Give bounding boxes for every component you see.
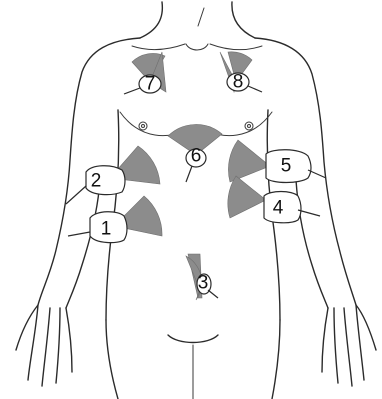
position-label-1: 1	[101, 219, 112, 240]
probe-position-3: 3	[186, 254, 218, 300]
scan-sector-5	[228, 140, 270, 182]
probe-cable-4	[298, 210, 320, 216]
probe-cable-2	[66, 186, 86, 204]
scan-sector-4	[228, 176, 266, 218]
probe-position-2: 2	[66, 146, 160, 204]
groin	[168, 335, 218, 343]
sternum-notch	[186, 44, 208, 50]
clavicle-right	[210, 44, 262, 50]
nipple-left	[139, 122, 147, 130]
position-label-7: 7	[145, 74, 156, 95]
position-label-6: 6	[191, 146, 202, 167]
probe-cable-6	[186, 166, 192, 182]
probe-cable-3	[208, 290, 218, 298]
neck-left	[140, 2, 162, 38]
neck-right	[232, 2, 255, 38]
right-arm-inner	[296, 180, 328, 308]
probe-cable-5	[308, 170, 326, 178]
nipple-right-inner	[248, 125, 251, 128]
position-label-3: 3	[198, 273, 209, 294]
left-hand	[16, 305, 72, 386]
probe-position-6: 6	[168, 124, 222, 182]
nipple-right	[245, 122, 253, 130]
right-hand	[322, 305, 376, 386]
probe-position-7: 7	[124, 52, 166, 95]
nipple-left-inner	[142, 125, 145, 128]
position-label-5: 5	[281, 156, 292, 177]
position-label-2: 2	[91, 171, 102, 192]
probe-position-8: 8	[220, 52, 262, 93]
probe-position-5: 5	[228, 140, 326, 183]
position-label-8: 8	[233, 72, 244, 93]
probe-position-4: 4	[228, 176, 320, 223]
probe-cable-1	[68, 232, 90, 236]
probe-cable-7	[124, 88, 140, 94]
clavicle-left	[132, 44, 185, 50]
probe-cable-8	[248, 86, 262, 92]
right-leg	[272, 320, 280, 399]
left-leg	[106, 320, 118, 399]
neck-line	[198, 8, 204, 26]
position-label-4: 4	[273, 198, 284, 219]
